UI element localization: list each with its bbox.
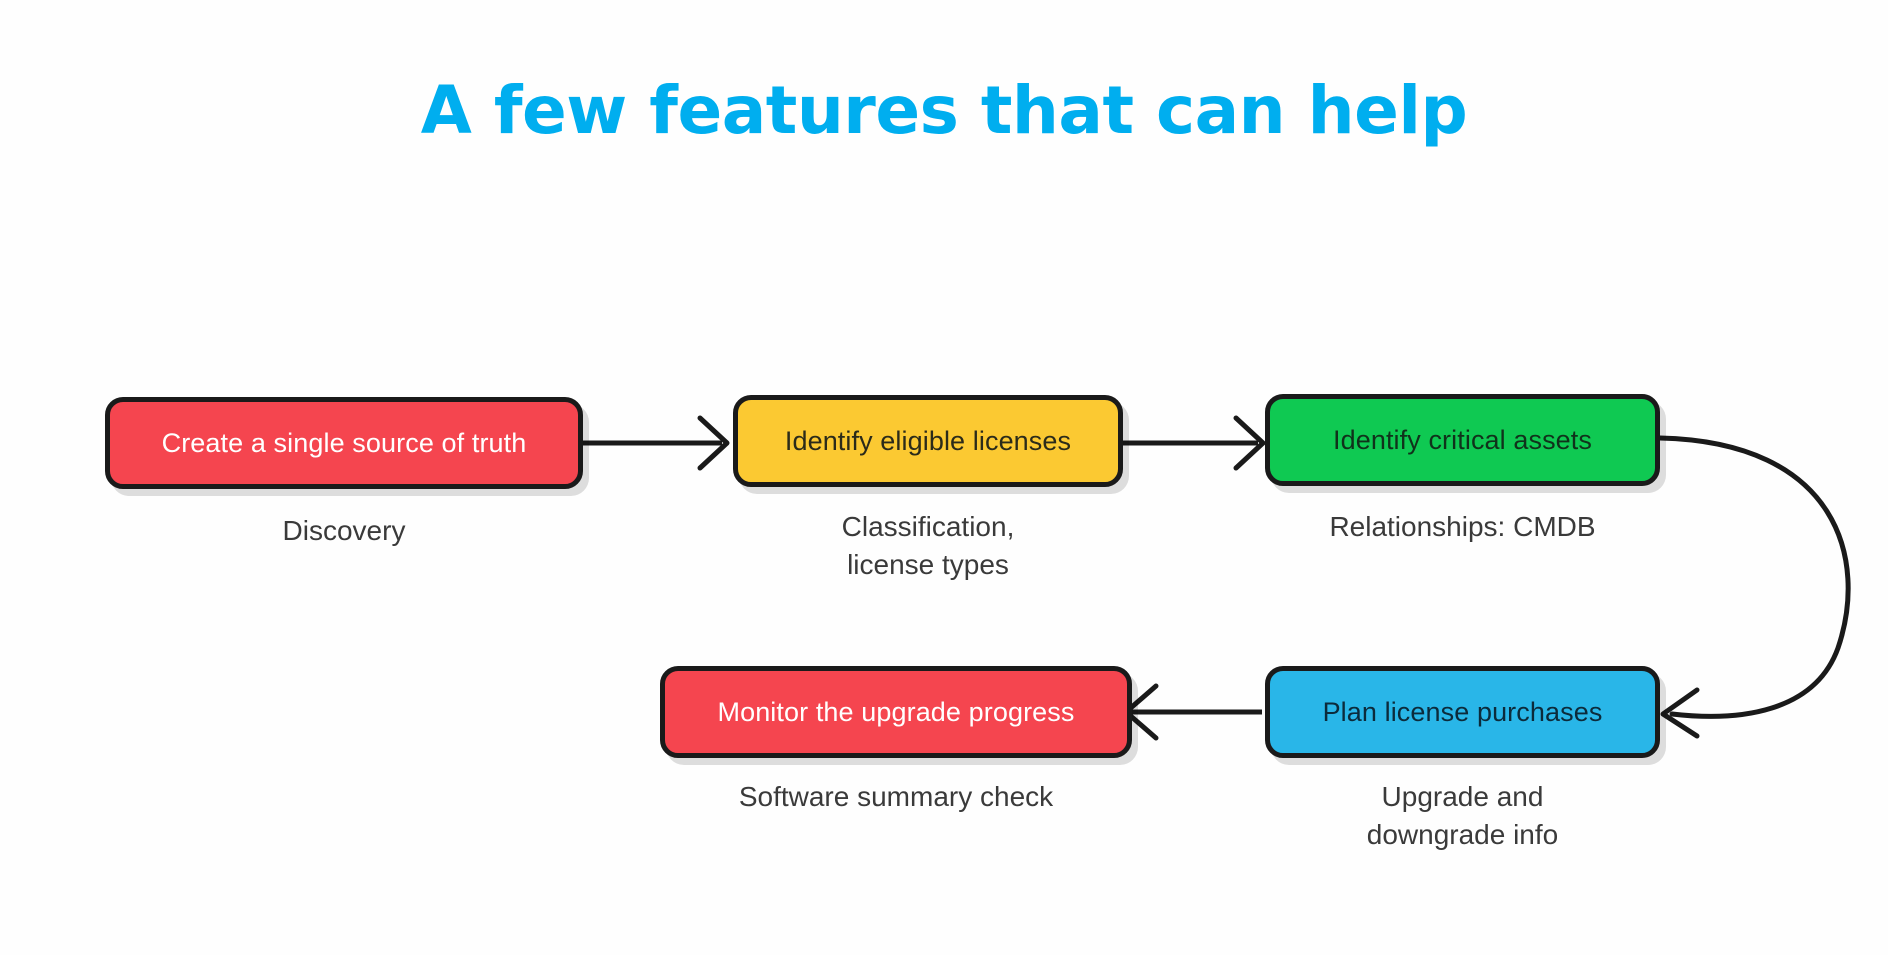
flow-caption-upgrade-downgrade-info: Upgrade and downgrade info (1265, 778, 1660, 854)
arrow-critical-assets-to-plan-purchases (1657, 435, 1851, 739)
flow-caption-software-summary-check: Software summary check (660, 778, 1132, 816)
flow-node-create-single-source-of-truth[interactable]: Create a single source of truth (105, 397, 583, 489)
caption-line: Relationships: CMDB (1329, 511, 1596, 542)
flow-caption-relationships-cmdb: Relationships: CMDB (1265, 508, 1660, 546)
caption-line: Discovery (282, 515, 406, 546)
flow-caption-classification: Classification, license types (733, 508, 1123, 584)
flow-node-monitor-upgrade-progress[interactable]: Monitor the upgrade progress (660, 666, 1132, 758)
flow-node-plan-license-purchases[interactable]: Plan license purchases (1265, 666, 1660, 758)
flow-node-identify-critical-assets[interactable]: Identify critical assets (1265, 394, 1660, 486)
flow-node-label: Create a single source of truth (161, 427, 527, 458)
caption-line: license types (847, 549, 1009, 580)
arrow-create-to-identify-licenses (582, 415, 730, 471)
caption-line: downgrade info (1366, 819, 1559, 850)
flow-node-label: Identify eligible licenses (784, 425, 1072, 456)
caption-line: Classification, (841, 511, 1015, 542)
arrow-plan-purchases-to-monitor (1123, 683, 1262, 741)
flow-node-label: Identify critical assets (1333, 424, 1592, 455)
flow-node-label: Monitor the upgrade progress (717, 696, 1075, 727)
page-title: A few features that can help (420, 72, 1468, 149)
flow-node-label: Plan license purchases (1322, 696, 1603, 727)
caption-line: Upgrade and (1381, 781, 1544, 812)
flow-node-identify-eligible-licenses[interactable]: Identify eligible licenses (733, 395, 1123, 487)
arrow-licenses-to-critical-assets (1122, 415, 1266, 471)
flow-caption-discovery: Discovery (105, 512, 583, 550)
caption-line: Software summary check (738, 781, 1054, 812)
